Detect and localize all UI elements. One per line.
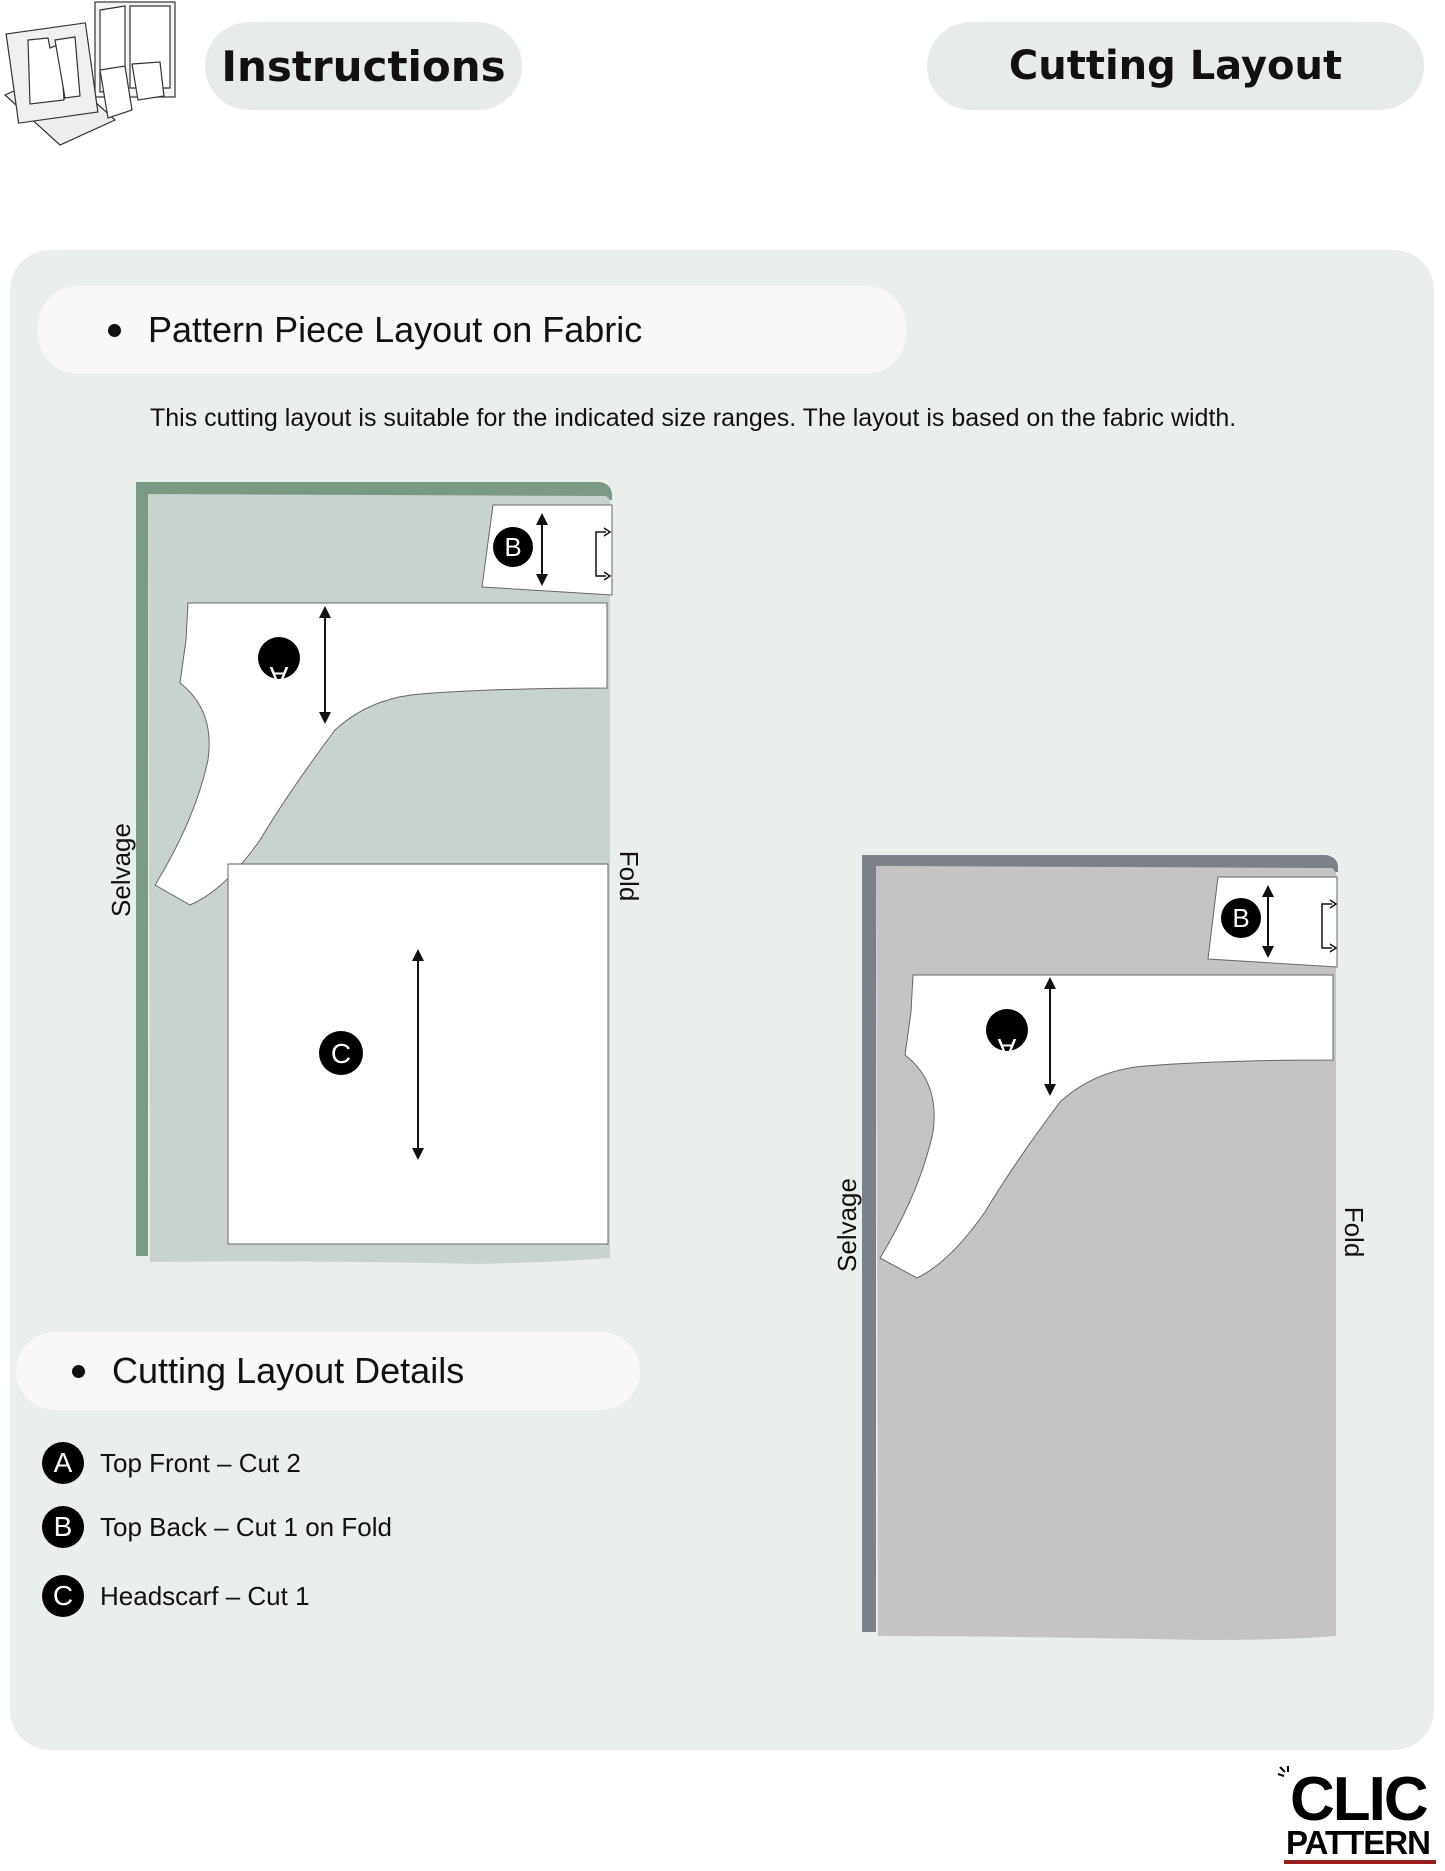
instructions-tab: Instructions xyxy=(205,22,522,110)
diagram-2-piece-a-badge xyxy=(986,1009,1028,1051)
diagram-1-piece-a xyxy=(154,602,608,906)
diagram-2-fold-label: Fold xyxy=(1339,1207,1369,1258)
diagram-2-piece-b-badge xyxy=(1221,898,1261,938)
diagram-2-piece-b-letter: B xyxy=(1232,903,1249,933)
diagram-1: B A C Selvage Fold xyxy=(106,482,644,1264)
cutting-layout-label: Cutting Layout xyxy=(1008,43,1343,89)
diagram-2-piece-a xyxy=(879,974,1334,1279)
diagram-2-selvage-label: Selvage xyxy=(832,1178,862,1272)
clic-pattern-logo: CLIC PATTERN xyxy=(1276,1758,1440,1868)
diagram-1-piece-a-letter: A xyxy=(269,661,288,692)
legend-item: A Top Front – Cut 2 xyxy=(42,1442,301,1484)
diagram-1-fold-label: Fold xyxy=(614,851,644,902)
diagram-2: B A Selvage Fold xyxy=(832,855,1369,1640)
legend-text: Top Front – Cut 2 xyxy=(100,1447,301,1478)
cutting-layout-tab: Cutting Layout xyxy=(927,22,1424,110)
layout-intro-text: This cutting layout is suitable for the … xyxy=(150,404,1237,432)
logo-underline xyxy=(1284,1860,1436,1864)
diagram-1-piece-b-badge xyxy=(493,527,533,567)
sparkle-icon xyxy=(1277,1766,1289,1777)
diagram-1-piece-c-letter: C xyxy=(331,1038,351,1069)
layout-section-title: Pattern Piece Layout on Fabric xyxy=(148,309,643,350)
instructions-label: Instructions xyxy=(221,41,506,91)
bullet-icon xyxy=(72,1364,85,1378)
diagram-1-piece-c-badge xyxy=(319,1031,363,1075)
legend-item: C Headscarf – Cut 1 xyxy=(42,1575,310,1617)
bullet-icon xyxy=(108,323,121,337)
layout-section-header: Pattern Piece Layout on Fabric xyxy=(38,286,906,374)
logo-clic-text: CLIC xyxy=(1290,1765,1429,1834)
logo-pattern-text: PATTERN xyxy=(1286,1824,1431,1861)
pattern-pieces-illustration xyxy=(3,1,176,146)
legend-badge-b: B xyxy=(42,1506,84,1548)
diagram-1-selvage-label: Selvage xyxy=(106,823,136,917)
legend-item: B Top Back – Cut 1 on Fold xyxy=(42,1506,392,1548)
diagram-2-piece-a-letter: A xyxy=(997,1033,1016,1064)
legend-text: Headscarf – Cut 1 xyxy=(100,1580,310,1611)
diagram-1-piece-a-badge xyxy=(258,637,300,679)
details-section-header: Cutting Layout Details xyxy=(16,1332,640,1410)
legend-badge-c: C xyxy=(42,1575,84,1617)
diagram-1-piece-b-letter: B xyxy=(504,532,521,562)
legend-badge-a: A xyxy=(42,1442,84,1484)
details-section-title: Cutting Layout Details xyxy=(112,1350,465,1391)
legend-text: Top Back – Cut 1 on Fold xyxy=(100,1511,392,1542)
